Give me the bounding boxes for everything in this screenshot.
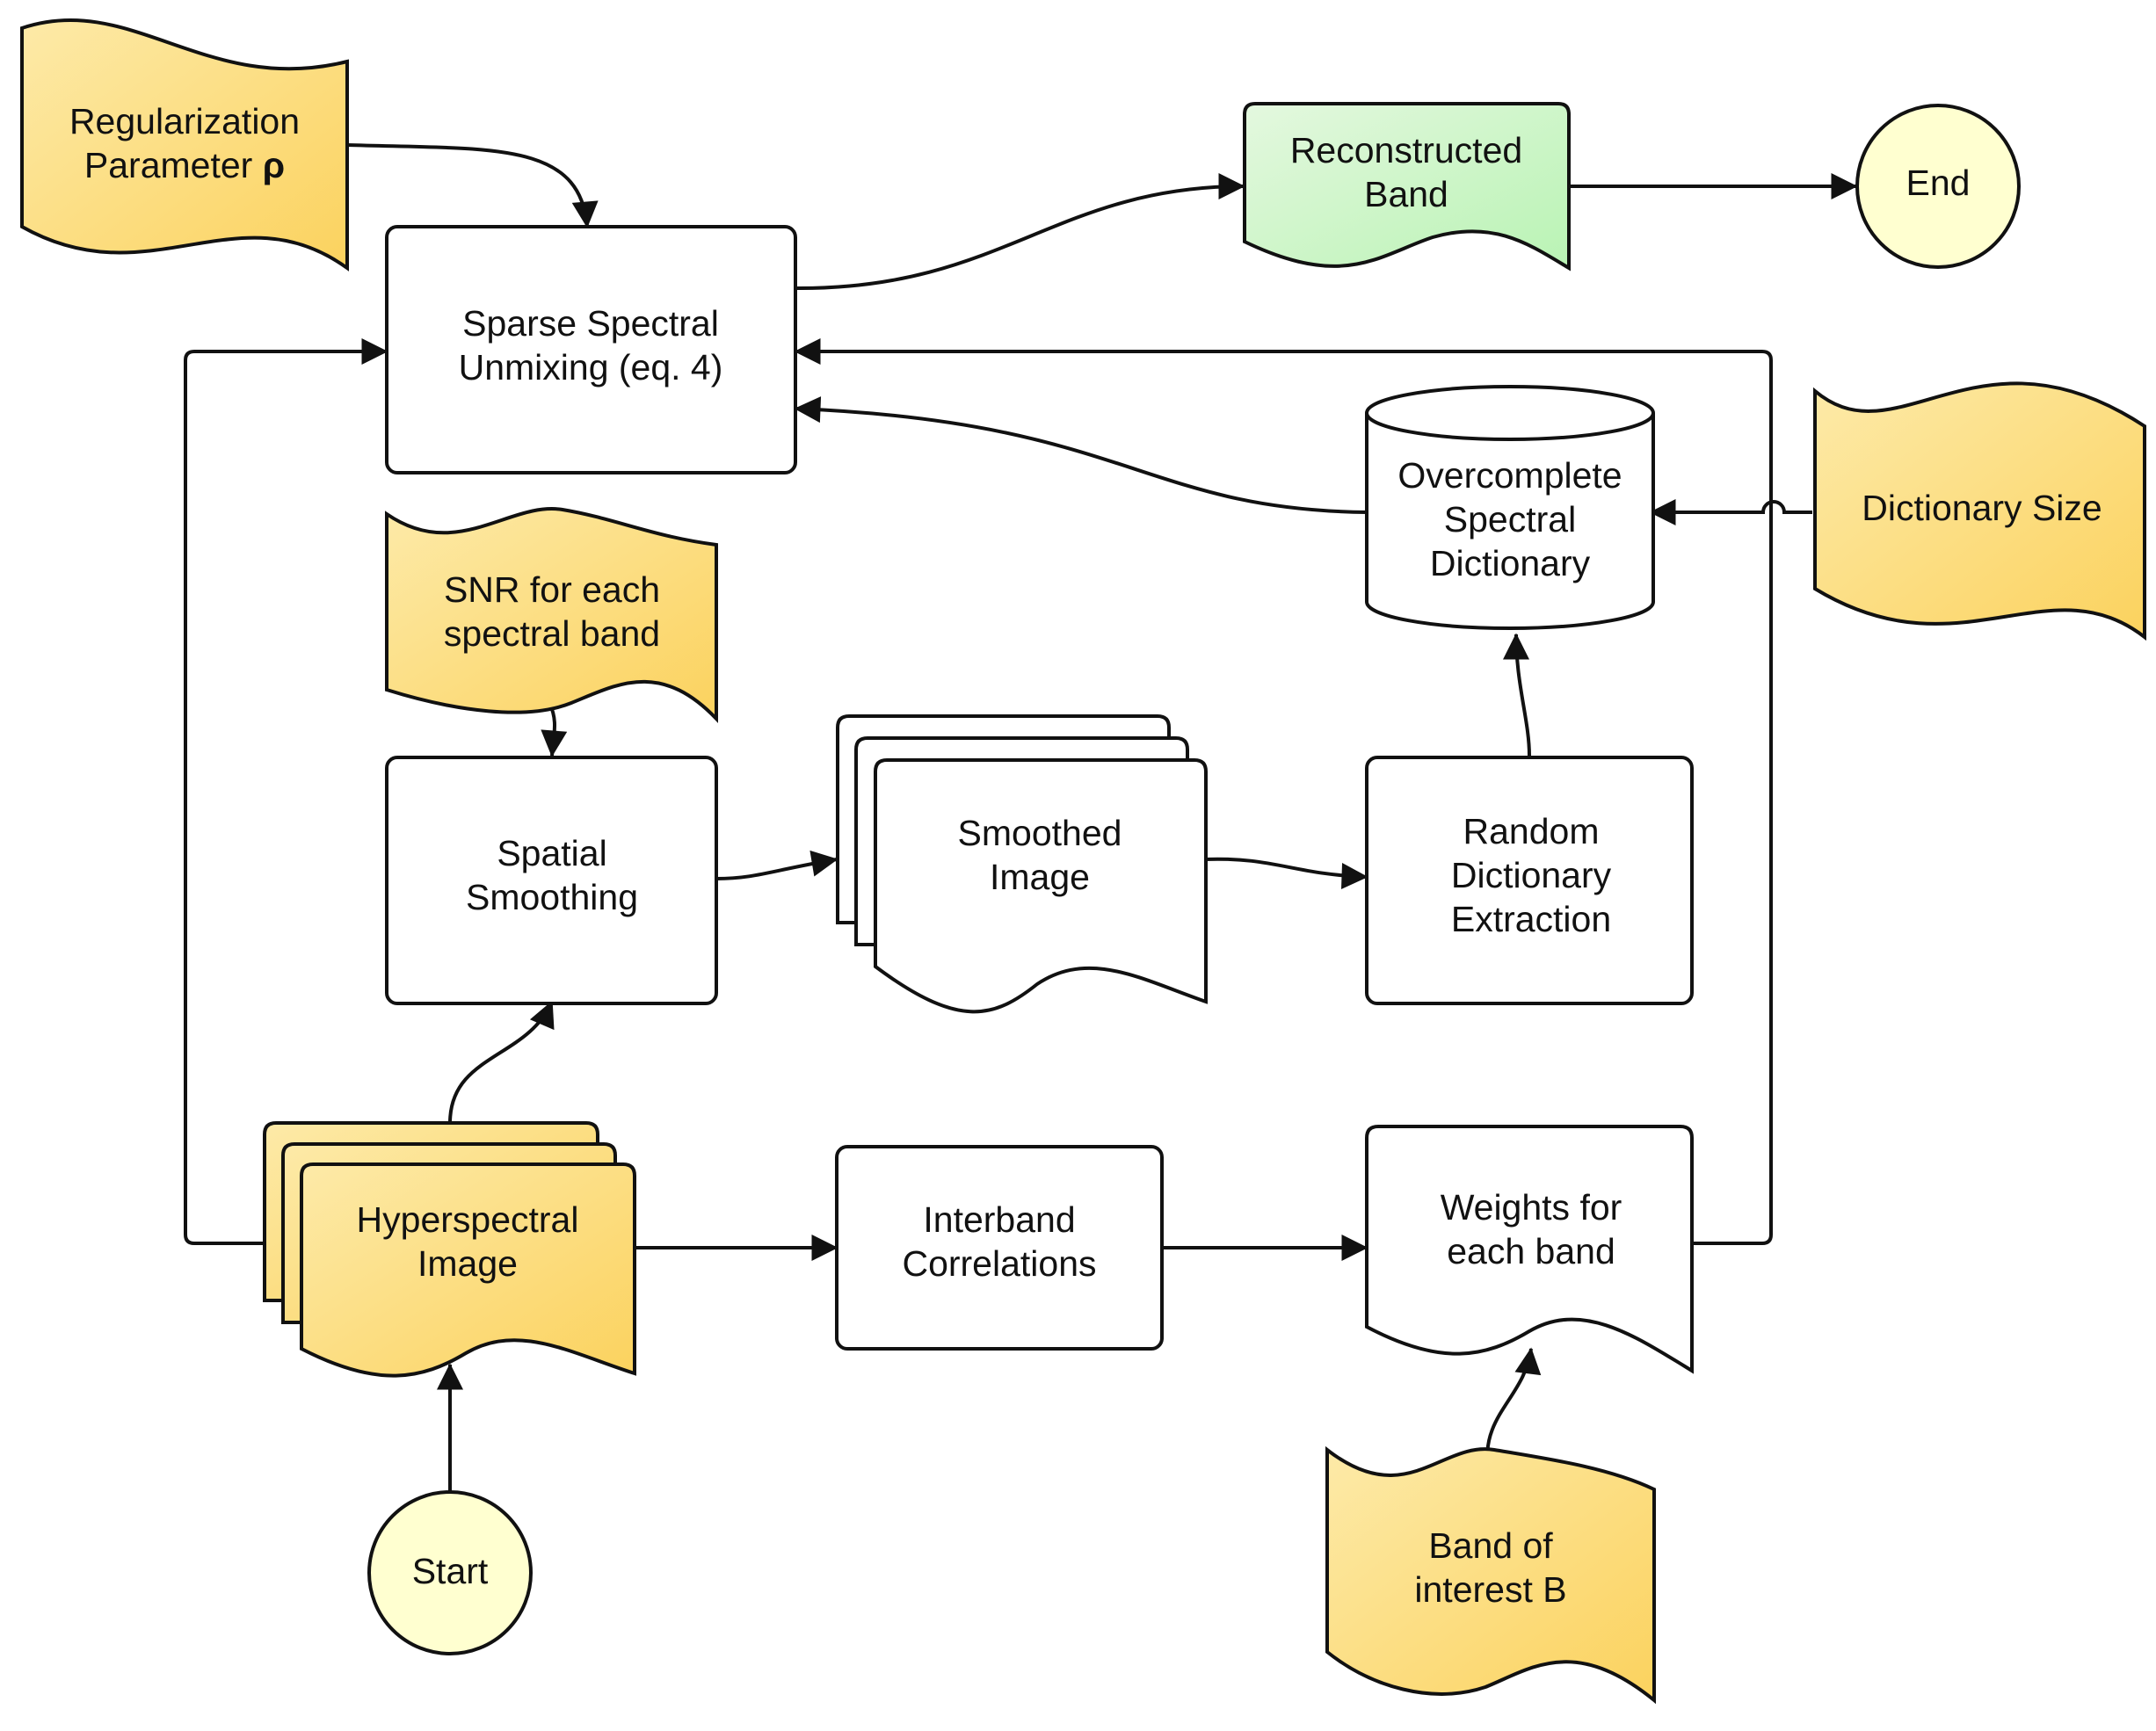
connectors	[184, 143, 1858, 1494]
regularization-label-line1: Regularization	[69, 101, 300, 141]
end-circle	[1855, 104, 2021, 269]
dictionary-size-label: Dictionary Size	[1862, 488, 2102, 528]
edge-unmixing-to-reconstructed	[795, 173, 1245, 291]
interband-correlations-process: Interband Correlations	[835, 1145, 1164, 1351]
wavy-input-shape	[20, 18, 349, 272]
smoothed-label-line2: Image	[990, 857, 1090, 897]
dictionary-size-input: Dictionary Size	[1813, 381, 2146, 641]
hyperspectral-image-multidocument: Hyperspectral Image	[263, 1121, 636, 1378]
reconstructed-label-line2: Band	[1364, 174, 1448, 214]
sparse-unmixing-label-line2: Unmixing (eq. 4)	[459, 347, 723, 387]
process-box	[835, 1145, 1164, 1351]
start-terminal: Start	[367, 1490, 533, 1655]
smoothing-label-line2: Smoothing	[466, 877, 638, 917]
edge-smoothing-to-smoothed	[715, 850, 838, 880]
edge-dictionary-to-unmixing	[794, 396, 1368, 514]
hyperspectral-label-line1: Hyperspectral	[357, 1199, 579, 1240]
edge-random-to-dictionary	[1503, 633, 1531, 757]
rho-symbol: ρ	[263, 145, 285, 185]
wavy-input-shape	[1325, 1445, 1656, 1705]
sparse-unmixing-process: Sparse Spectral Unmixing (eq. 4)	[385, 225, 797, 474]
end-label: End	[1906, 163, 1971, 203]
wavy-input-shape	[1813, 381, 2146, 641]
document-sheet-front	[874, 758, 1208, 1014]
random-label-line1: Random	[1463, 811, 1600, 851]
edge-dictionarysize-to-dictionary	[1649, 499, 1812, 525]
snr-label-line1: SNR for each	[444, 569, 660, 610]
document-shape	[1365, 1125, 1694, 1374]
interband-label-line1: Interband	[923, 1199, 1075, 1240]
dictionary-label-line1: Overcomplete	[1397, 455, 1622, 496]
dictionary-database: Overcomplete Spectral Dictionary	[1365, 385, 1655, 630]
regularization-parameter-input: Regularization Parameter ρ	[20, 18, 349, 272]
document-sheet-front	[300, 1162, 636, 1378]
reconstructed-label-line1: Reconstructed	[1290, 130, 1522, 170]
start-circle	[367, 1490, 533, 1655]
weights-document: Weights for each band	[1365, 1125, 1694, 1374]
weights-label-line2: each band	[1447, 1231, 1615, 1271]
interband-label-line2: Correlations	[902, 1243, 1096, 1284]
regularization-label-line2: Parameter ρ	[84, 145, 285, 185]
edge-smoothed-to-random	[1203, 857, 1368, 889]
hyperspectral-label-line2: Image	[417, 1243, 518, 1284]
spatial-smoothing-process: Spatial Smoothing	[385, 756, 718, 1005]
smoothed-image-multidocument: Smoothed Image	[836, 714, 1208, 1014]
band-of-interest-label-line2: interest B	[1414, 1569, 1566, 1610]
reconstructed-band-output: Reconstructed Band	[1243, 102, 1571, 272]
dictionary-label-line2: Spectral	[1444, 499, 1576, 540]
snr-label-line2: spectral band	[444, 613, 660, 654]
band-of-interest-label-line1: Band of	[1428, 1525, 1553, 1566]
wavy-input-shape	[385, 507, 718, 723]
end-terminal: End	[1855, 104, 2021, 269]
snr-input: SNR for each spectral band	[385, 507, 718, 723]
edge-regularization-to-unmixing	[346, 143, 599, 228]
random-label-line2: Dictionary	[1451, 855, 1612, 895]
random-label-line3: Extraction	[1451, 899, 1611, 939]
dictionary-label-line3: Dictionary	[1430, 543, 1591, 583]
sparse-unmixing-label-line1: Sparse Spectral	[462, 303, 719, 344]
edge-hyperspectral-to-unmixing	[184, 338, 388, 1245]
process-box	[1365, 756, 1694, 1005]
edge-weights-to-unmixing	[794, 338, 1773, 1245]
edge-hyperspectral-to-smoothing	[448, 1000, 555, 1124]
smoothing-label-line1: Spatial	[497, 833, 606, 873]
process-box	[385, 225, 797, 474]
cylinder-body	[1365, 413, 1655, 630]
random-dictionary-process: Random Dictionary Extraction	[1365, 756, 1694, 1005]
weights-label-line1: Weights for	[1441, 1187, 1622, 1228]
document-output-shape	[1243, 102, 1571, 272]
band-of-interest-input: Band of interest B	[1325, 1445, 1656, 1705]
cylinder-top	[1365, 385, 1655, 441]
smoothed-label-line1: Smoothed	[958, 813, 1122, 853]
start-label: Start	[412, 1551, 489, 1591]
process-box	[385, 756, 718, 1005]
